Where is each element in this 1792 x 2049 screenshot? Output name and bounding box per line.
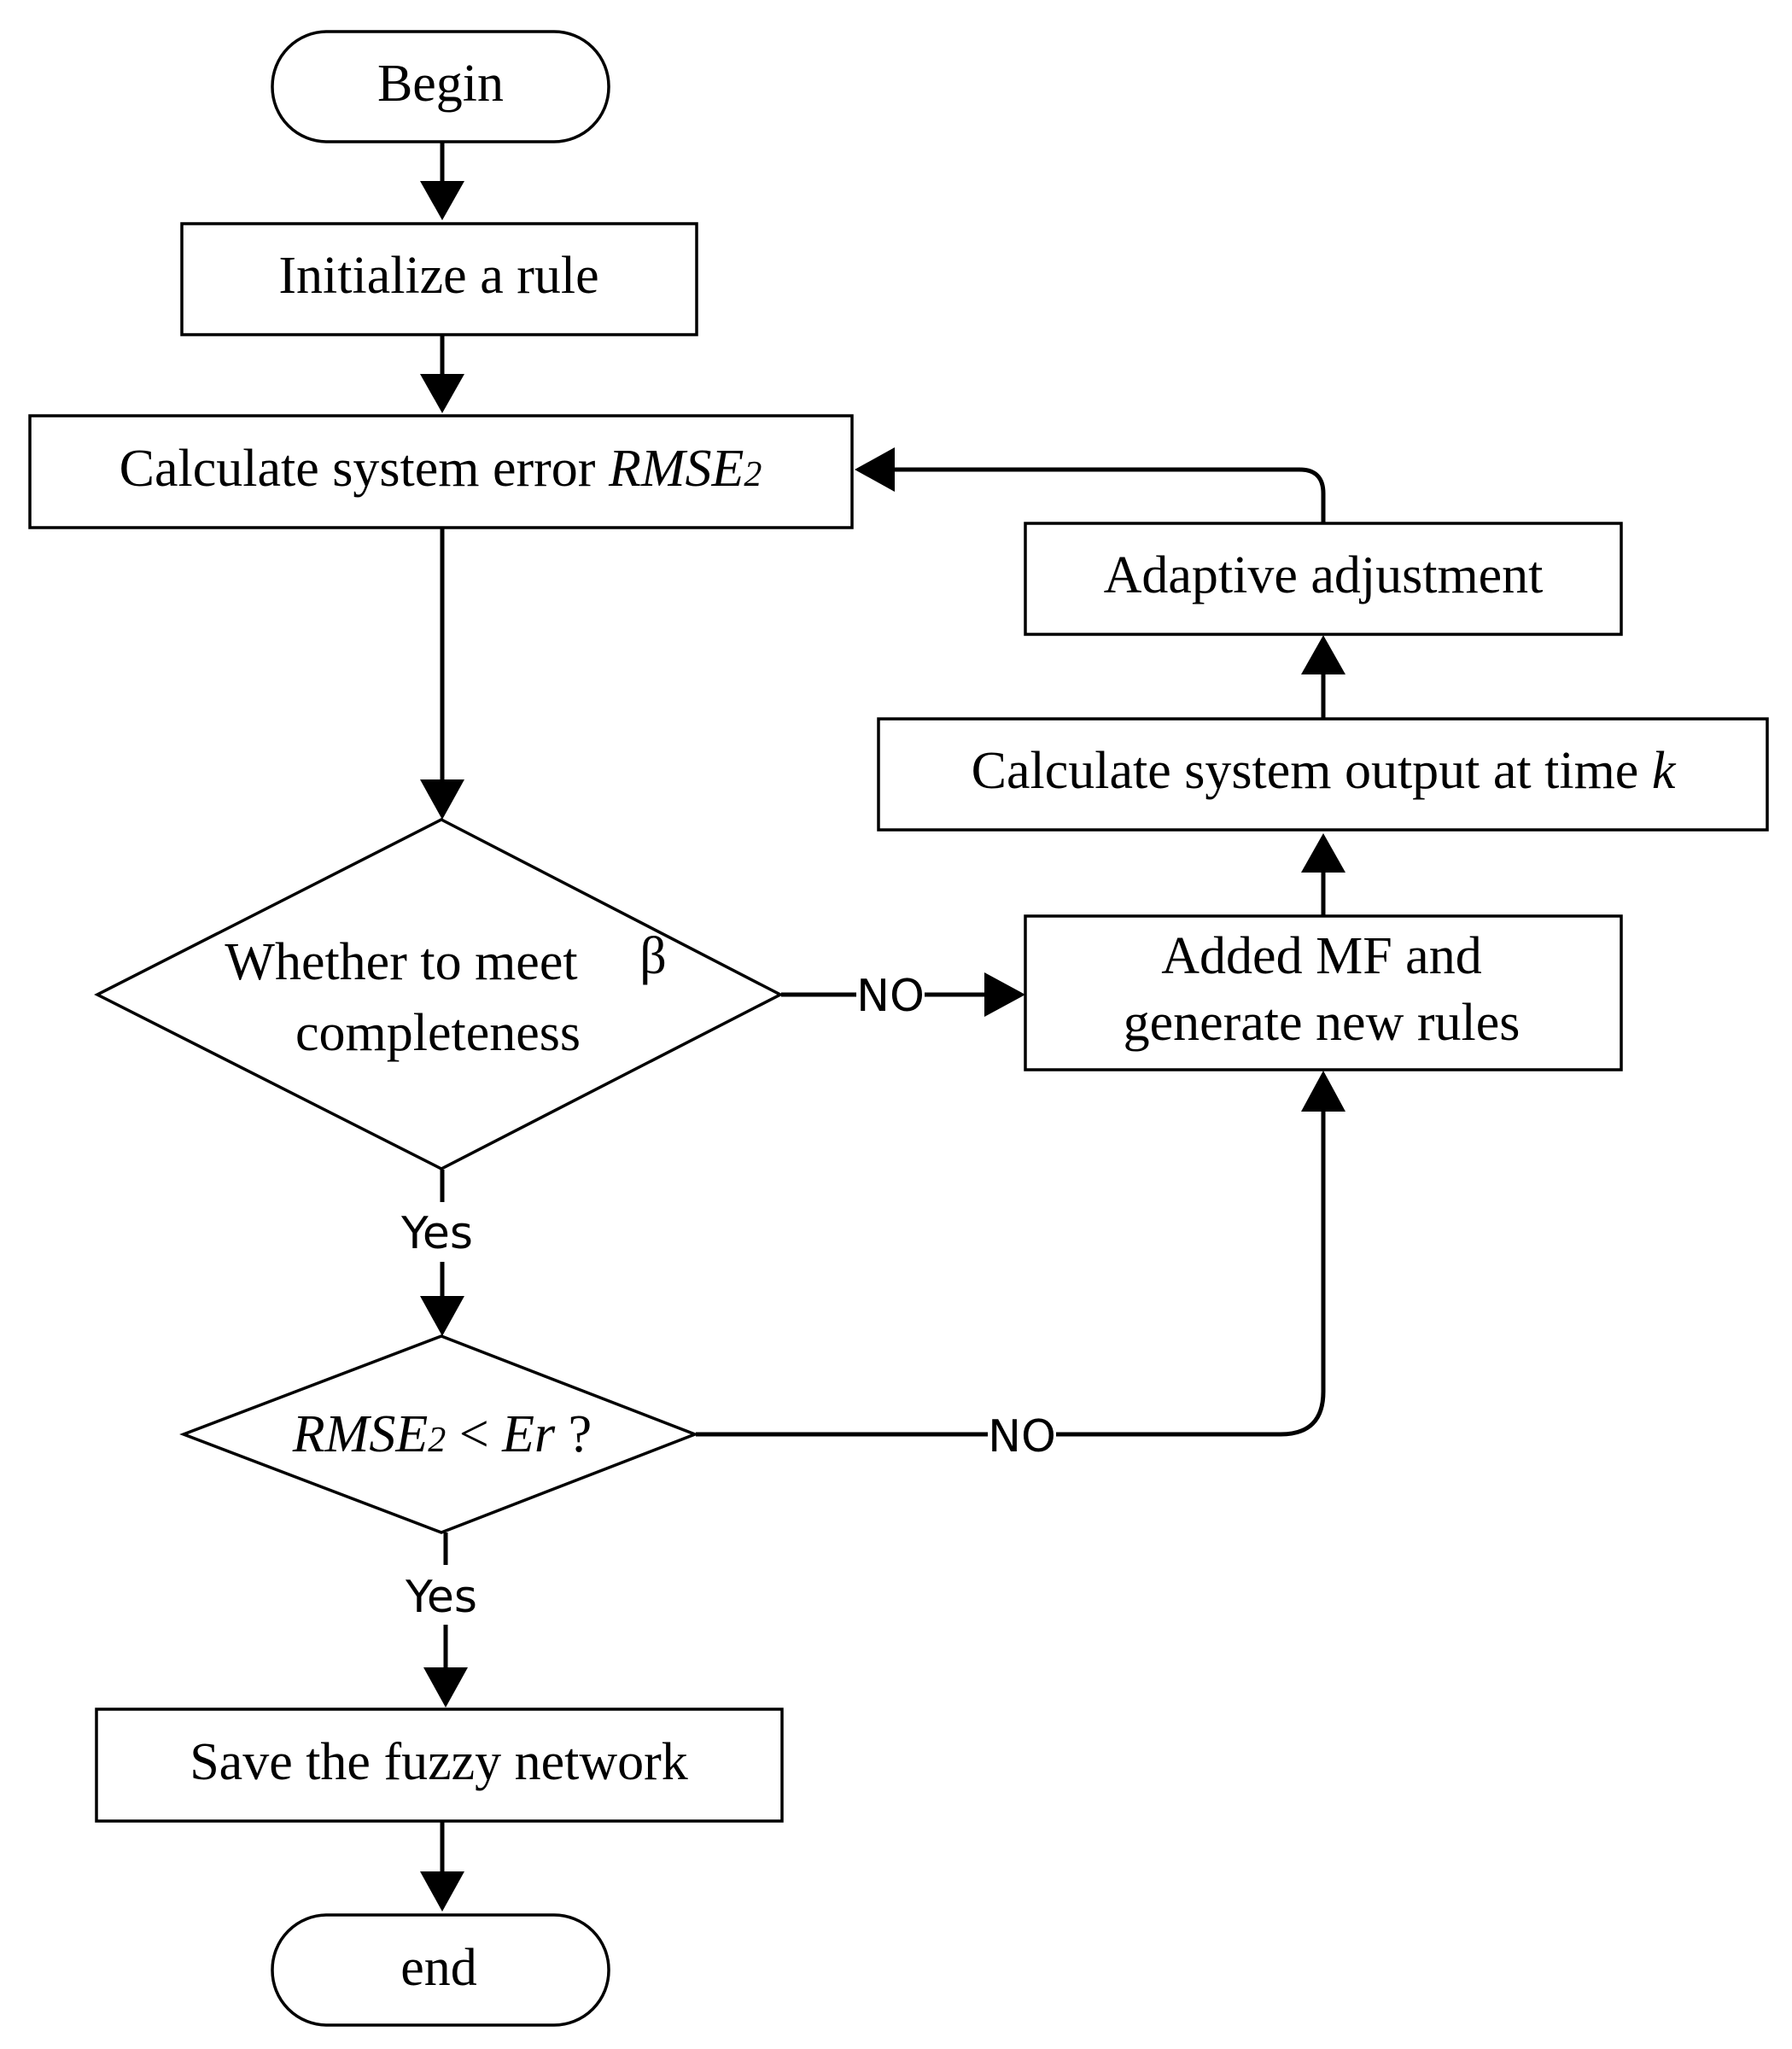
node-initialize-rule-label: Initialize a rule [278,247,598,305]
edge-save-to-end [420,1821,464,1912]
node-save-network-label: Save the fuzzy network [190,1733,688,1791]
edge-decision-beta-yes: Yes [388,1170,496,1336]
node-calculate-output: Calculate system output at time k [877,717,1769,832]
edge-label-rmse-yes: Yes [405,1572,477,1623]
edge-init-to-calc-error [420,335,464,413]
node-decision-rmse: RMSE2 < Er ? [179,1334,699,1534]
node-begin-label: Begin [377,55,504,113]
edge-label-beta-no: NO [856,971,925,1022]
edge-decision-rmse-no: NO [696,1071,1345,1463]
edge-decision-beta-no: NO [781,963,1025,1023]
edge-label-beta-yes: Yes [400,1208,473,1259]
node-decision-beta-line2: completeness [295,1004,581,1062]
edge-begin-to-init [420,142,464,220]
edge-decision-rmse-yes: Yes [392,1532,499,1708]
node-calculate-error-label: Calculate system error RMSE2 [120,440,762,498]
node-end-label: end [400,1939,477,1997]
node-decision-rmse-label: RMSE2 < Er ? [292,1405,592,1463]
node-decision-beta-line1: Whether to meet [225,933,577,991]
node-adaptive-adjustment: Adaptive adjustment [1024,522,1623,636]
node-begin: Begin [271,30,610,143]
edge-added-mf-to-calc-output [1301,833,1345,916]
node-added-mf-line2: generate new rules [1124,994,1521,1052]
node-adaptive-adjustment-label: Adaptive adjustment [1104,546,1544,604]
node-end: end [271,1913,610,2027]
edge-calc-output-to-adaptive [1301,635,1345,719]
edge-calc-error-to-decision-beta [420,528,464,820]
node-decision-beta-symbol: β [639,927,667,985]
node-calculate-error: Calculate system error RMSE2 [28,414,854,529]
node-added-mf: Added MF and generate new rules [1024,914,1623,1071]
node-initialize-rule: Initialize a rule [180,222,698,336]
edge-label-rmse-no: NO [988,1411,1056,1462]
node-calculate-output-label: Calculate system output at time k [972,742,1677,800]
edge-adaptive-to-calc-error [855,447,1326,523]
node-added-mf-line1: Added MF and [1161,927,1481,985]
node-decision-beta: Whether to meet β completeness [94,818,784,1170]
node-save-network: Save the fuzzy network [95,1708,784,1823]
